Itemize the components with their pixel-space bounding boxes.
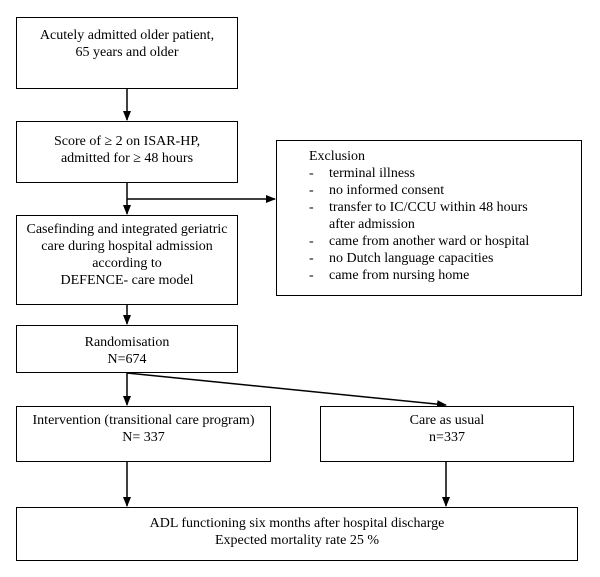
arrow-randomisation-to-usual (126, 372, 447, 409)
exclusion-item: came from another ward or hospital (309, 233, 581, 250)
exclusion-item: transfer to IC/CCU within 48 hoursafter … (309, 199, 581, 233)
box-intervention: Intervention (transitional care program)… (16, 406, 271, 462)
box-care-as-usual: Care as usual n=337 (320, 406, 574, 462)
box-text-line: 65 years and older (75, 45, 179, 60)
box-randomisation: Randomisation N=674 (16, 325, 238, 373)
box-isar-score: Score of ≥ 2 on ISAR-HP, admitted for ≥ … (16, 121, 238, 183)
box-exclusion: Exclusion terminal illness no informed c… (276, 140, 582, 296)
box-text-line: Casefinding and integrated geriatric (26, 222, 228, 237)
box-text-line: Care as usual (409, 413, 485, 428)
exclusion-item: no Dutch language capacities (309, 250, 581, 267)
exclusion-title: Exclusion (309, 149, 365, 164)
box-text-line: N=674 (107, 352, 147, 367)
box-outcome: ADL functioning six months after hospita… (16, 507, 578, 561)
box-text-line: Acutely admitted older patient, (39, 28, 215, 43)
exclusion-item: no informed consent (309, 182, 581, 199)
box-text-line: ADL functioning six months after hospita… (149, 516, 445, 531)
exclusion-list: terminal illness no informed consent tra… (309, 165, 581, 284)
box-text-line: Score of ≥ 2 on ISAR-HP, (53, 134, 201, 149)
box-text-line: Randomisation (84, 335, 170, 350)
box-text-line: Expected mortality rate 25 % (214, 533, 380, 548)
box-text-line: Intervention (transitional care program) (32, 413, 255, 428)
box-text-line: N= 337 (122, 430, 165, 445)
box-text-line: care during hospital admission (41, 239, 213, 254)
box-admitted-patient: Acutely admitted older patient, 65 years… (16, 17, 238, 89)
box-text-line: n=337 (429, 430, 465, 445)
exclusion-item: came from nursing home (309, 267, 581, 284)
box-text-line: admitted for ≥ 48 hours (60, 151, 194, 166)
exclusion-item: terminal illness (309, 165, 581, 182)
box-text-line: DEFENCE- care model (60, 273, 194, 288)
box-text-line: according to (92, 256, 162, 271)
box-casefinding: Casefinding and integrated geriatric car… (16, 215, 238, 305)
